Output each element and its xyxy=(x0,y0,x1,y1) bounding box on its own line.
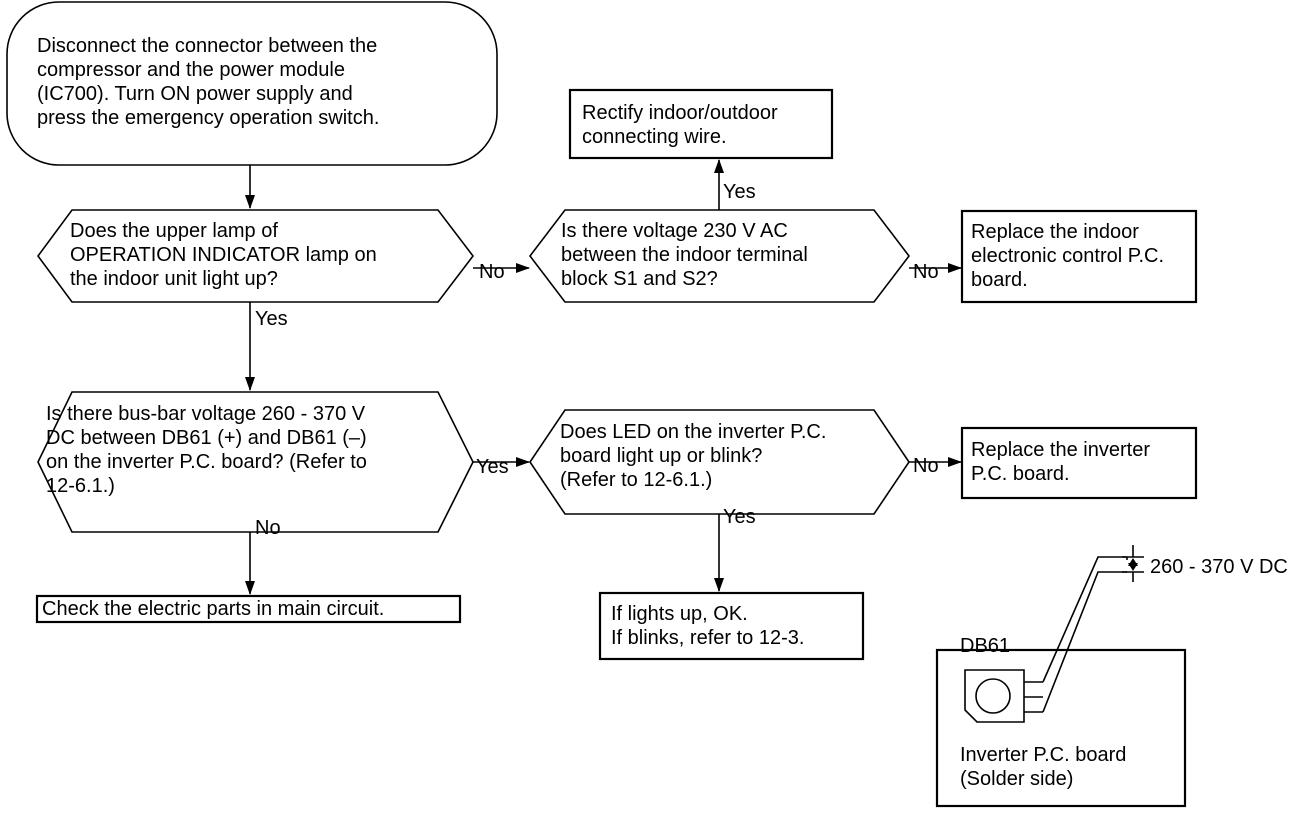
start-terminator xyxy=(6,1,498,166)
db61-label: DB61 xyxy=(960,635,1010,657)
voltage-measure-arrows xyxy=(1128,558,1138,571)
db61-component-circle xyxy=(975,678,1011,714)
voltage-label: 260 - 370 V DC xyxy=(1150,556,1288,578)
label-no-busbar: No xyxy=(255,517,281,539)
replace-inverter-box xyxy=(960,426,1198,500)
check-parts-text: Check the electric parts in main circuit… xyxy=(42,598,385,620)
board-caption: Inverter P.C. board(Solder side) xyxy=(960,744,1127,790)
probe-lead-lower xyxy=(1042,571,1127,713)
decision-busbar-diamond xyxy=(37,391,474,533)
decision-lamp-diamond xyxy=(37,209,475,303)
label-yes-lamp: Yes xyxy=(255,308,288,330)
result-led-box xyxy=(598,591,865,661)
replace-indoor-box xyxy=(960,209,1198,304)
label-yes-rectify: Yes xyxy=(723,181,756,203)
decision-led-diamond xyxy=(529,409,910,515)
label-no-lamp: No xyxy=(479,261,505,283)
db61-component-body xyxy=(964,669,1025,723)
result-led-text: If lights up, OK.If blinks, refer to 12-… xyxy=(611,603,805,649)
label-no-led: No xyxy=(913,455,939,477)
rectify-wire-box xyxy=(568,88,834,160)
decision-led-text: Does LED on the inverter P.C.board light… xyxy=(560,421,827,491)
label-yes-busbar: Yes xyxy=(476,456,509,478)
label-no-voltage: No xyxy=(913,261,939,283)
label-yes-led: Yes xyxy=(723,506,756,528)
check-parts-box xyxy=(35,594,462,624)
inverter-board-outline xyxy=(935,648,1187,808)
probe-lead-upper xyxy=(1042,556,1127,683)
decision-voltage-ac-diamond xyxy=(528,209,911,303)
